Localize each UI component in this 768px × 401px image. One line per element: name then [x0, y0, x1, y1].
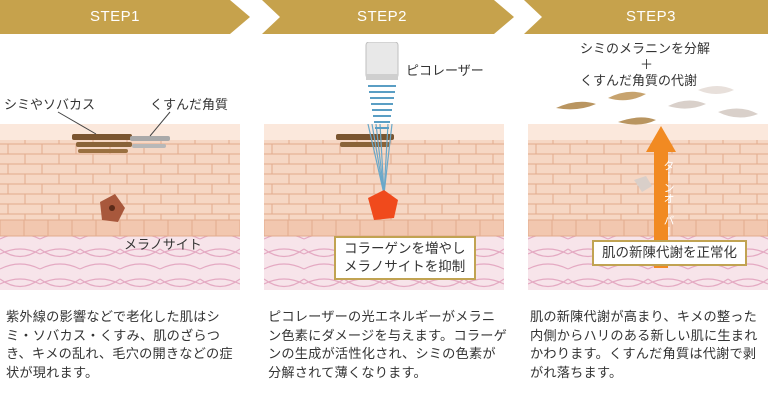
- label-spots: シミやソバカス: [4, 98, 96, 113]
- step3-banner: STEP3: [524, 0, 768, 34]
- turnover-arrow-head: [646, 126, 676, 152]
- step1-title: STEP1: [89, 8, 141, 25]
- spots-pigment: [72, 134, 170, 153]
- turnover-label: ターンオーバー: [662, 160, 675, 237]
- step3-banner-shape: [524, 0, 768, 34]
- step1-description: 紫外線の影響などで老化した肌はシミ・ソバカス・くすみ、肌のざらつき、キメの乱れ、…: [6, 310, 233, 381]
- targeted-melanocyte: [368, 190, 398, 220]
- melanocyte-cell: [100, 194, 125, 222]
- turnover-arrow-shaft: [654, 148, 668, 268]
- step2-banner-shape: [262, 0, 514, 34]
- step3-effect-box: 肌の新陳代謝を正常化: [592, 240, 747, 266]
- label-melanocyte: メラノサイト: [124, 238, 202, 253]
- step3-top-line2: くすんだ角質の代謝: [580, 74, 698, 89]
- step3-top-plus: ＋: [640, 58, 654, 73]
- step2-effect-box: コラーゲンを増やし メラノサイトを抑制: [334, 236, 476, 280]
- step2-box-line2: メラノサイトを抑制: [344, 259, 466, 275]
- step3-description: 肌の新陳代謝が高まり、キメの整った内側からハリのある新しい肌に生まれかわります。…: [530, 310, 758, 381]
- label-dull-keratin: くすんだ角質: [150, 98, 229, 113]
- step1-banner-shape: [0, 0, 250, 34]
- step3-title: STEP3: [625, 8, 677, 25]
- step1-pointer-lines: [57, 111, 171, 137]
- step2-description: ピコレーザーの光エネルギーがメラニン色素にダメージを与えます。コラーゲンの生成が…: [268, 310, 507, 381]
- step1-skin-illustration: [0, 124, 240, 290]
- step1-banner: STEP1: [0, 0, 252, 34]
- step3-top-line1: シミのメラニンを分解: [580, 42, 711, 57]
- step2-title: STEP2: [356, 8, 408, 25]
- laser-device: [365, 42, 399, 129]
- step2-box-line1: コラーゲンを増やし: [344, 241, 466, 257]
- label-pico-laser: ピコレーザー: [406, 64, 484, 79]
- peeling-keratin-flakes: [556, 86, 758, 125]
- step2-banner: STEP2: [262, 0, 514, 34]
